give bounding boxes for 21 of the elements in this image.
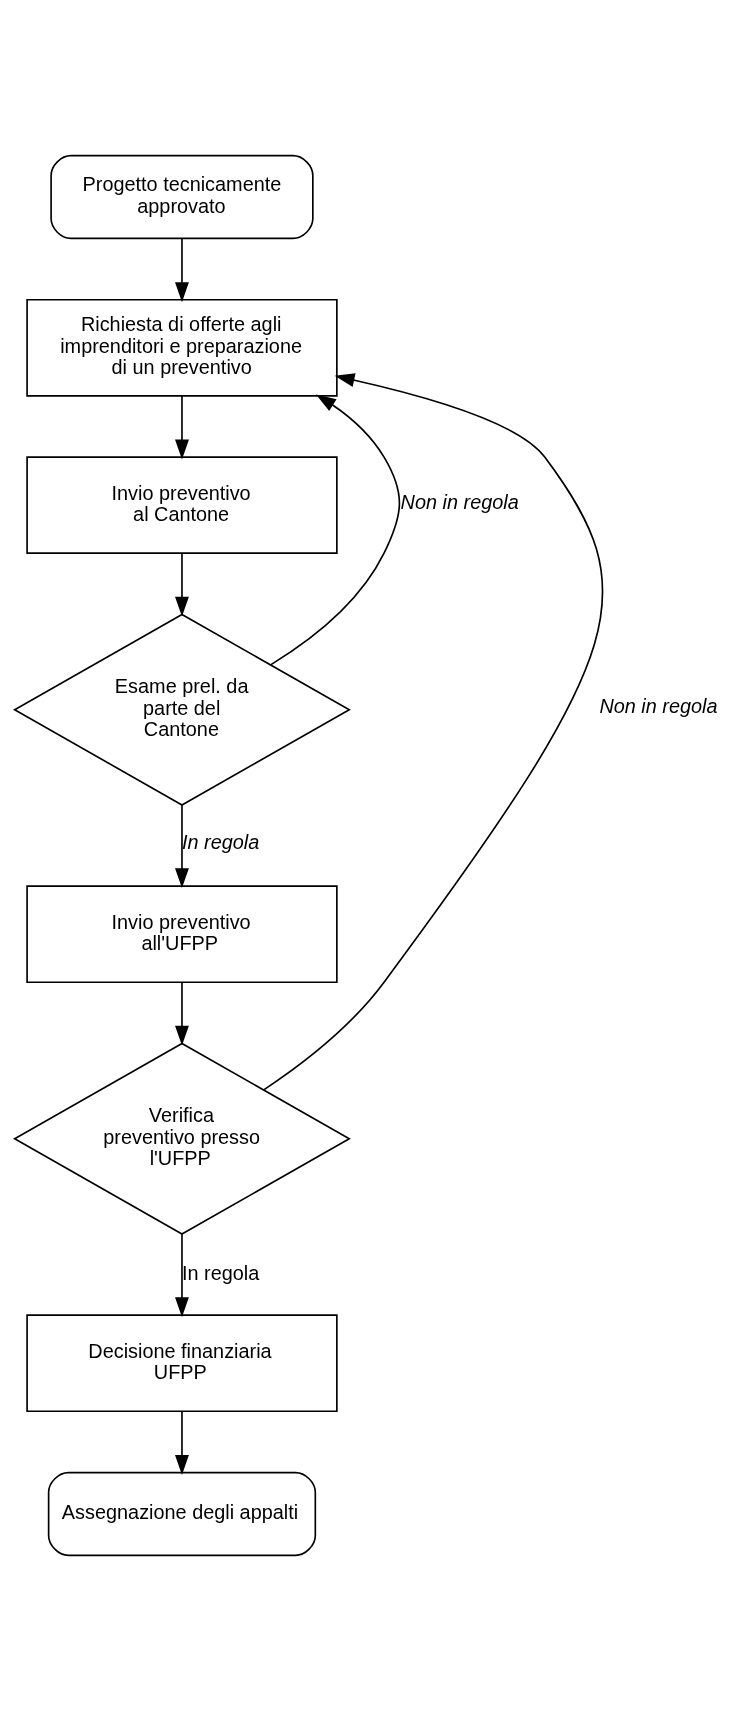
node-box: Assegnazione degli appalti — [47, 1471, 317, 1557]
edge-label: Non in regola — [599, 695, 718, 718]
node-box: Richiesta di offerte agli imprenditori e preparazione di un preventivo — [26, 298, 338, 397]
node-box: Invio preventivo all'UFPP — [26, 885, 338, 984]
arrow — [175, 395, 189, 460]
arrow — [262, 373, 603, 1091]
arrow — [175, 1233, 189, 1318]
arrow — [175, 981, 189, 1046]
node-box: Progetto tecnicamente approvato — [50, 154, 314, 240]
arrow — [175, 552, 189, 617]
arrow — [175, 238, 189, 303]
node-box: Invio preventivo al Cantone — [26, 456, 338, 555]
edge-label: In regola — [181, 831, 260, 854]
edge-label: Non in regola — [400, 490, 519, 513]
edge-label: In regola — [181, 1261, 260, 1284]
arrow — [175, 804, 189, 889]
arrow — [270, 394, 401, 666]
arrow — [175, 1410, 189, 1475]
node-diamond: Esame prel. da parte del Cantone — [13, 613, 351, 806]
node-box: Decisione finanziaria UFPP — [26, 1314, 338, 1413]
node-diamond: Verifica preventivo presso l'UFPP — [13, 1042, 351, 1235]
